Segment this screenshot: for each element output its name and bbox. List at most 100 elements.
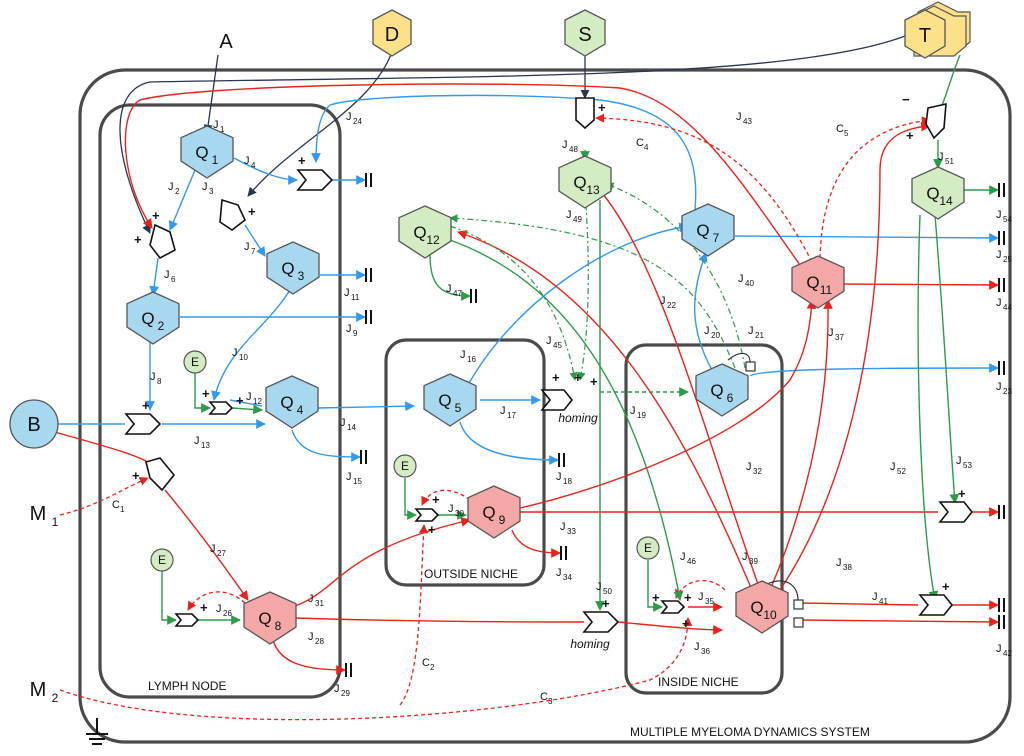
control-j30-loop xyxy=(421,489,471,506)
flow-j23 xyxy=(749,363,999,377)
valve-c1[interactable] xyxy=(145,457,176,492)
node-q11-shape xyxy=(791,255,845,309)
label-j4-sub: 4 xyxy=(251,161,256,170)
input-s[interactable]: S xyxy=(564,9,606,57)
label-j15-sub: 15 xyxy=(353,477,362,486)
valve-j26[interactable] xyxy=(174,613,200,627)
label-j18-letter: J xyxy=(556,471,562,483)
node-q9-label: Q xyxy=(482,503,495,522)
label-j45-sub: 45 xyxy=(553,341,562,350)
valve-j35[interactable] xyxy=(660,600,686,614)
input-m1-sub: 1 xyxy=(52,515,59,529)
label-j16-letter: J xyxy=(460,349,466,361)
input-m2[interactable]: M 2 xyxy=(30,679,59,705)
link-q6 xyxy=(727,352,751,363)
valve-j33[interactable] xyxy=(938,501,974,523)
sign-j41-plus: + xyxy=(942,579,950,594)
sign-j6-plus-b: + xyxy=(134,232,142,247)
sign-homing-a: + xyxy=(552,370,560,385)
system-title: MULTIPLE MYELOMA DYNAMICS SYSTEM xyxy=(630,725,870,739)
label-j52-letter: J xyxy=(890,461,896,473)
valve-j30[interactable] xyxy=(414,508,440,522)
valve-j41[interactable] xyxy=(918,594,954,616)
valve-j4[interactable] xyxy=(296,169,334,191)
node-q13-shape xyxy=(558,155,612,209)
label-j13-letter: J xyxy=(194,435,200,447)
label-j10-sub: 10 xyxy=(239,353,248,362)
label-j20-letter: J xyxy=(704,325,710,337)
label-j13-sub: 13 xyxy=(201,441,210,450)
input-m1[interactable]: M 1 xyxy=(30,503,59,529)
flow-j29 xyxy=(272,639,346,675)
label-j42-letter: J xyxy=(996,643,1002,655)
valve-j12[interactable] xyxy=(208,401,234,415)
label-j32-letter: J xyxy=(746,461,752,473)
label-j48-sub: 48 xyxy=(569,145,578,154)
label-j36-letter: J xyxy=(694,641,700,653)
valve-j8[interactable] xyxy=(124,413,162,435)
sign-j48-plus: + xyxy=(598,100,606,115)
node-q6-label: Q xyxy=(710,381,723,400)
label-c2-sub: 2 xyxy=(430,663,435,672)
label-c3-letter: C xyxy=(540,691,548,703)
input-t[interactable]: T xyxy=(904,1,971,59)
valve-homing-out[interactable] xyxy=(540,389,574,411)
sink-j18 xyxy=(558,453,565,467)
valve-j51[interactable] xyxy=(925,102,947,140)
flow-b-c1 xyxy=(54,431,153,466)
valve-homing-in[interactable] xyxy=(582,611,620,633)
label-j30-sub: 30 xyxy=(455,509,464,518)
label-j12-letter: J xyxy=(246,391,252,403)
label-j41-sub: 41 xyxy=(879,597,888,606)
label-j44-sub: 44 xyxy=(1003,303,1012,312)
label-j51-letter: J xyxy=(938,151,944,163)
input-b[interactable]: B xyxy=(9,399,59,449)
flow-j15 xyxy=(291,429,361,462)
input-d-label: D xyxy=(385,24,399,46)
valve-j6[interactable] xyxy=(149,223,176,260)
node-q3-sub: 3 xyxy=(298,269,305,283)
node-q12-label: Q xyxy=(413,223,426,242)
sink-j11 xyxy=(365,268,372,282)
node-q3-shape xyxy=(266,241,320,295)
input-d[interactable]: D xyxy=(372,9,412,57)
link-q10 xyxy=(764,580,799,601)
label-j32-sub: 32 xyxy=(753,467,762,476)
label-j19-letter: J xyxy=(630,405,636,417)
valve-j7[interactable] xyxy=(219,198,246,231)
label-j10-letter: J xyxy=(232,347,238,359)
valve-j48[interactable] xyxy=(575,97,595,130)
sign-j30-b: + xyxy=(428,522,436,537)
e-node-q9 xyxy=(393,454,417,478)
